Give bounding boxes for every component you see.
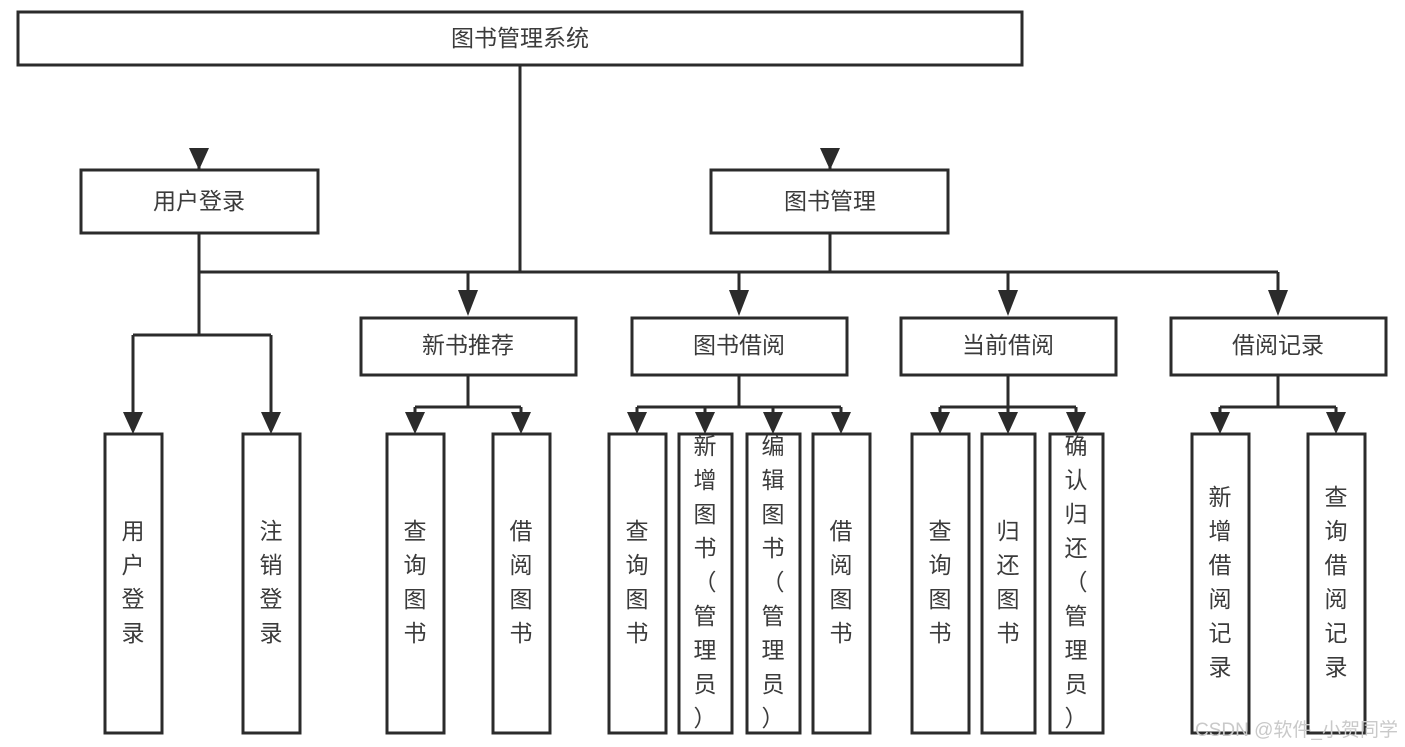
node-leaf-query-book-3-box[interactable] <box>910 432 971 735</box>
node-leaf-add-book-label: 新增图书（管理员） <box>694 433 717 731</box>
node-leaf-query-book-1-label: 查询图书 <box>404 518 427 646</box>
node-leaf-borrow-book-1[interactable]: 借阅图书 <box>491 432 552 735</box>
arrow-icon-leaf-edit-book <box>763 412 783 434</box>
node-leaf-user-logout-label: 注销登录 <box>260 518 283 646</box>
node-borrow-record[interactable]: 借阅记录 <box>1169 316 1388 377</box>
node-leaf-add-book[interactable]: 新增图书（管理员） <box>677 432 734 735</box>
node-leaf-borrow-book-2-box[interactable] <box>811 432 872 735</box>
node-leaf-borrow-book-1-label: 借阅图书 <box>510 518 533 646</box>
node-leaf-return-book-label: 归还图书 <box>997 518 1020 646</box>
node-leaf-query-book-3-label: 查询图书 <box>929 518 952 646</box>
node-root[interactable]: 图书管理系统 <box>16 10 1024 67</box>
node-leaf-user-login-label: 用户登录 <box>122 518 145 646</box>
node-book-borrow[interactable]: 图书借阅 <box>630 316 849 377</box>
node-leaf-query-book-2-box[interactable] <box>607 432 668 735</box>
arrow-icon-leaf-add-record <box>1210 412 1230 434</box>
node-leaf-confirm-return-label: 确认归还（管理员） <box>1065 433 1088 731</box>
node-user-login-label: 用户登录 <box>153 188 245 214</box>
arrow-icon-leaf-confirm-return <box>1066 412 1086 434</box>
node-leaf-user-login[interactable]: 用户登录 <box>103 432 164 735</box>
arrow-icon-borrow-record <box>1268 290 1288 316</box>
node-leaf-return-book[interactable]: 归还图书 <box>980 432 1037 735</box>
node-leaf-query-book-1-box[interactable] <box>385 432 446 735</box>
node-leaf-query-record-label: 查询借阅记录 <box>1325 484 1348 680</box>
arrow-icon-leaf-query-book-2 <box>627 412 647 434</box>
node-leaf-query-book-1[interactable]: 查询图书 <box>385 432 446 735</box>
node-book-borrow-label: 图书借阅 <box>693 332 785 358</box>
node-borrow-record-box[interactable] <box>1169 316 1388 377</box>
arrow-icon-leaf-user-login <box>123 412 143 434</box>
node-leaf-confirm-return[interactable]: 确认归还（管理员） <box>1048 432 1105 735</box>
node-leaf-query-book-3[interactable]: 查询图书 <box>910 432 971 735</box>
arrow-icon-leaf-return-book <box>998 412 1018 434</box>
node-leaf-edit-book[interactable]: 编辑图书（管理员） <box>745 432 802 735</box>
arrow-icon-new-book-recommend <box>458 290 478 316</box>
node-current-borrow-box[interactable] <box>899 316 1118 377</box>
node-book-manage-label: 图书管理 <box>784 188 876 214</box>
node-leaf-borrow-book-1-box[interactable] <box>491 432 552 735</box>
node-leaf-user-logout-box[interactable] <box>241 432 302 735</box>
arrow-icon-current-borrow <box>998 290 1018 316</box>
node-leaf-user-logout[interactable]: 注销登录 <box>241 432 302 735</box>
node-leaf-user-login-box[interactable] <box>103 432 164 735</box>
arrow-icon-leaf-query-record <box>1326 412 1346 434</box>
node-leaf-return-book-box[interactable] <box>980 432 1037 735</box>
node-book-borrow-box[interactable] <box>630 316 849 377</box>
node-book-manage-box[interactable] <box>709 168 950 235</box>
node-leaf-query-book-2[interactable]: 查询图书 <box>607 432 668 735</box>
node-leaf-add-record-label: 新增借阅记录 <box>1209 484 1232 680</box>
node-leaf-add-record-box[interactable] <box>1190 432 1251 735</box>
node-user-login-box[interactable] <box>79 168 320 235</box>
node-leaf-confirm-return-box[interactable] <box>1048 432 1105 735</box>
node-current-borrow-label: 当前借阅 <box>962 332 1054 358</box>
node-book-manage[interactable]: 图书管理 <box>709 168 950 235</box>
node-leaf-edit-book-box[interactable] <box>745 432 802 735</box>
node-leaf-query-book-2-label: 查询图书 <box>626 518 649 646</box>
node-current-borrow[interactable]: 当前借阅 <box>899 316 1118 377</box>
arrow-icon-leaf-borrow-book-1 <box>511 412 531 434</box>
arrow-icon-book-borrow <box>729 290 749 316</box>
node-user-login[interactable]: 用户登录 <box>79 168 320 235</box>
arrow-icon-leaf-query-book-3 <box>930 412 950 434</box>
node-leaf-add-book-box[interactable] <box>677 432 734 735</box>
node-leaf-borrow-book-2-label: 借阅图书 <box>830 518 853 646</box>
node-root-label: 图书管理系统 <box>451 25 589 51</box>
arrow-icon-leaf-add-book <box>695 412 715 434</box>
node-leaf-query-record-box[interactable] <box>1306 432 1367 735</box>
watermark-label: CSDN @软件_小贺同学 <box>1195 719 1398 741</box>
node-leaf-add-record[interactable]: 新增借阅记录 <box>1190 432 1251 735</box>
node-leaf-edit-book-label: 编辑图书（管理员） <box>762 433 785 731</box>
arrow-icon-leaf-query-book-1 <box>405 412 425 434</box>
arrow-icon-leaf-borrow-book-2 <box>831 412 851 434</box>
node-new-book-recommend[interactable]: 新书推荐 <box>359 316 578 377</box>
arrow-icon-leaf-user-logout <box>261 412 281 434</box>
node-leaf-borrow-book-2[interactable]: 借阅图书 <box>811 432 872 735</box>
node-new-book-recommend-box[interactable] <box>359 316 578 377</box>
node-new-book-recommend-label: 新书推荐 <box>422 332 514 358</box>
node-leaf-query-record[interactable]: 查询借阅记录 <box>1306 432 1367 735</box>
arrowhead-group <box>123 148 1346 434</box>
node-borrow-record-label: 借阅记录 <box>1232 332 1324 358</box>
arrow-icon-user-login <box>189 148 209 170</box>
node-root-box[interactable] <box>16 10 1024 67</box>
arrow-icon-book-manage <box>820 148 840 170</box>
